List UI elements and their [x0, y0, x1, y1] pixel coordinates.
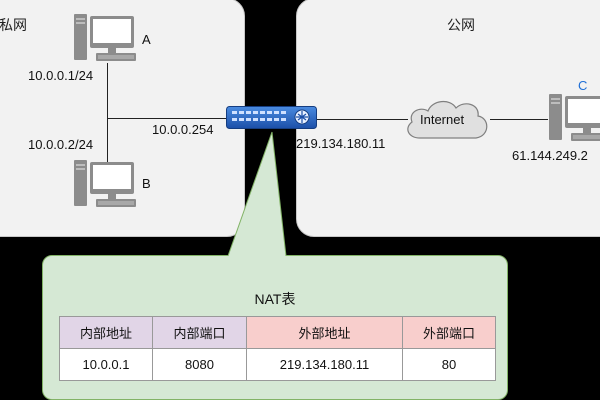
private-network-title: 私网: [0, 17, 27, 33]
cell-internal-port: 8080: [152, 348, 247, 381]
host-c-label: C: [578, 78, 588, 93]
header-internal-port: 内部端口: [152, 316, 247, 349]
cell-external-address: 219.134.180.11: [246, 348, 403, 381]
host-b-ip: 10.0.0.2/24: [28, 137, 94, 152]
cell-internal-address: 10.0.0.1: [59, 348, 153, 381]
nat-table-title: NAT表: [254, 291, 296, 307]
computer-a-icon: [74, 14, 136, 61]
host-a-label: A: [142, 32, 151, 47]
host-a-ip: 10.0.0.1/24: [28, 68, 94, 83]
nat-table: 内部地址 内部端口 外部地址 外部端口 10.0.0.1 8080 219.13…: [59, 316, 496, 381]
internet-cloud-icon: [407, 101, 488, 139]
computer-c-icon: [549, 94, 600, 141]
host-c-ip: 61.144.249.2: [512, 148, 588, 163]
link-a-b-vertical: [107, 63, 108, 170]
host-b-label: B: [142, 176, 151, 191]
header-external-address: 外部地址: [246, 316, 403, 349]
link-lan-to-router: [107, 118, 229, 119]
public-network-title: 公网: [447, 17, 475, 33]
gateway-ip: 10.0.0.254: [152, 122, 214, 137]
header-internal-address: 内部地址: [59, 316, 153, 349]
internet-label: Internet: [420, 112, 465, 127]
link-internet-to-c: [490, 119, 548, 120]
nat-table-header-row: 内部地址 内部端口 外部地址 外部端口: [59, 316, 496, 349]
cell-external-port: 80: [402, 348, 496, 381]
nat-table-panel: NAT表 内部地址 内部端口 外部地址 外部端口 10.0.0.1 8080 2…: [42, 255, 508, 400]
router-public-ip: 219.134.180.11: [296, 136, 386, 151]
link-router-to-internet: [316, 119, 408, 120]
table-row: 10.0.0.1 8080 219.134.180.11 80: [59, 348, 496, 381]
computer-b-icon: [74, 160, 136, 207]
nat-router-icon: [226, 106, 317, 129]
